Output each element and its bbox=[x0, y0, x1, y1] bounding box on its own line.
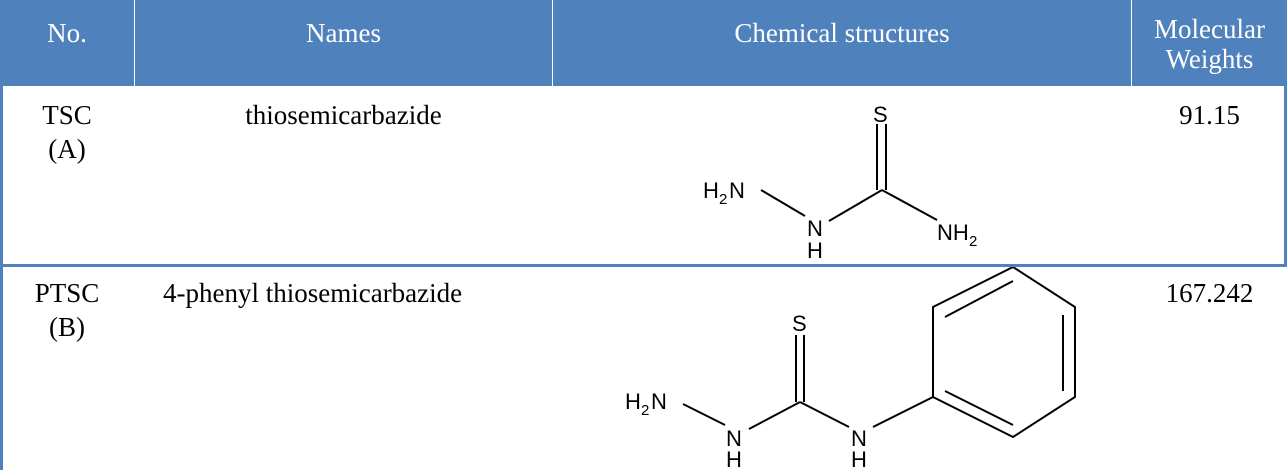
row-b-structure: S H 2 N N H N H bbox=[625, 267, 1076, 470]
header-mw-line1: Molecular bbox=[1154, 14, 1265, 44]
atom-h2n-2: 2 bbox=[719, 191, 727, 208]
bond-n2-ring bbox=[872, 396, 934, 428]
row-a-code-text: TSC bbox=[42, 100, 92, 130]
bond-c-n2 bbox=[799, 401, 850, 428]
header-structures-text: Chemical structures bbox=[734, 18, 950, 48]
row-b-code: PTSC (B) bbox=[0, 276, 134, 344]
atom-h2n-n: N bbox=[651, 389, 667, 414]
row-a-name: thiosemicarbazide bbox=[245, 100, 442, 130]
row-a-code: TSC (A) bbox=[0, 98, 134, 166]
atom-nh2-n: NH bbox=[937, 220, 969, 245]
ring-double-3 bbox=[944, 390, 1014, 426]
table-right-border bbox=[1284, 86, 1287, 266]
header-cell-mw: Molecular Weights bbox=[1132, 0, 1287, 86]
atom-s: S bbox=[873, 102, 888, 127]
atom-h2n-n: N bbox=[729, 178, 745, 203]
table-left-border bbox=[0, 86, 3, 470]
row-b-code-text: PTSC bbox=[34, 278, 100, 308]
bond-c-nh2 bbox=[881, 189, 938, 221]
header-cell-no: No. bbox=[0, 0, 134, 86]
header-divider bbox=[134, 0, 135, 86]
row-b-name: 4-phenyl thiosemicarbazide bbox=[163, 278, 463, 308]
row-b-label-text: (B) bbox=[49, 312, 85, 342]
header-cell-structures: Chemical structures bbox=[553, 0, 1131, 86]
header-divider bbox=[552, 0, 553, 86]
row-divider bbox=[0, 264, 1287, 267]
atom-s: S bbox=[792, 311, 807, 336]
atom-h2n-h: H bbox=[703, 178, 719, 203]
atom-h2n-h: H bbox=[625, 389, 641, 414]
row-a-structure: S H 2 N N H NH 2 bbox=[703, 102, 977, 263]
header-no-text: No. bbox=[47, 18, 87, 48]
header-divider bbox=[1131, 0, 1132, 86]
atom-h2n-2: 2 bbox=[641, 402, 649, 419]
row-a-label-text: (A) bbox=[48, 134, 86, 164]
atom-nh-h: H bbox=[807, 238, 823, 263]
ring-double-1 bbox=[944, 280, 1014, 318]
header-names-text: Names bbox=[306, 18, 381, 48]
row-b-mw: 167.242 bbox=[1165, 278, 1254, 308]
atom-nh2-h: H bbox=[851, 447, 867, 470]
row-a-mw: 91.15 bbox=[1179, 100, 1240, 130]
atom-nh2-n: N bbox=[851, 426, 867, 451]
bond-n-n bbox=[760, 189, 806, 217]
bond-n1-c bbox=[748, 401, 801, 430]
atom-nh1-n: N bbox=[726, 426, 742, 451]
atom-nh-n: N bbox=[807, 216, 823, 241]
bond-n-c bbox=[828, 189, 883, 222]
bond-n-n bbox=[682, 403, 726, 426]
header-cell-names: Names bbox=[135, 0, 552, 86]
header-mw-line2: Weights bbox=[1165, 44, 1254, 74]
atom-nh1-h: H bbox=[726, 447, 742, 470]
atom-nh2-2: 2 bbox=[969, 233, 977, 250]
phenyl-ring bbox=[932, 267, 1076, 439]
